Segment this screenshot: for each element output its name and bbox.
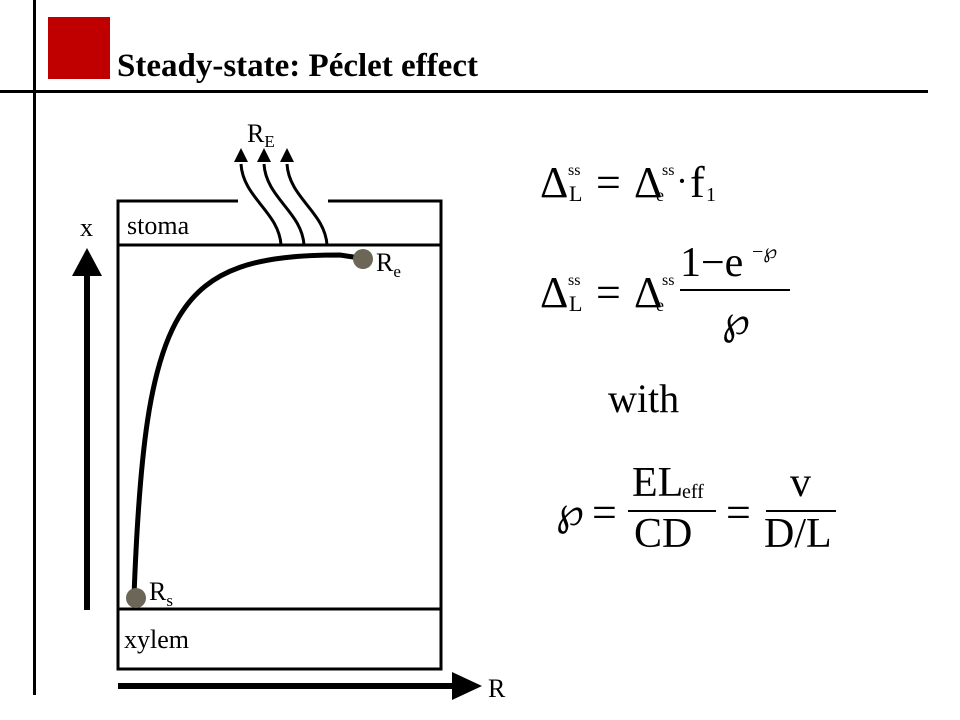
eq2-lhs-delta: Δ [540, 268, 568, 317]
evaporation-flux-arrow-2 [262, 163, 306, 246]
eq1-lhs-sup: ss [568, 162, 580, 179]
eq3-frac1-denominator: CD [634, 511, 692, 557]
eq1-factor: f [690, 158, 705, 207]
eq3-symbol: ℘ [556, 489, 584, 534]
evaporation-label: RE [247, 119, 275, 151]
evaporation-flux-arrow-3 [285, 163, 329, 246]
eq2-lhs-sub: L [569, 291, 582, 316]
stoma-opening [238, 198, 328, 204]
evaporation-site-label-sub: e [393, 262, 401, 281]
eq1-rhs-delta: Δ [634, 158, 662, 207]
with-text: with [608, 376, 679, 421]
eq3-frac1-numerator-sub: eff [682, 481, 704, 503]
eq3-frac2-denominator: D/L [764, 511, 832, 557]
source-water-point [126, 588, 146, 608]
eq2-equals: = [596, 268, 621, 317]
page-title: Steady-state: Péclet effect [117, 48, 478, 84]
eq1-lhs-sub: L [569, 181, 582, 206]
evaporation-arrowhead-1 [234, 148, 248, 162]
source-water-label-base: R [149, 577, 167, 606]
concentration-profile-curve [131, 252, 363, 599]
eq2-numerator: 1−e [680, 240, 743, 286]
eq3-frac2-numerator: v [790, 460, 811, 506]
evaporation-label-base: R [247, 119, 265, 148]
eq1-factor-sub: 1 [706, 184, 716, 206]
eq1-dot: · [676, 161, 688, 201]
eq1-rhs-sup: ss [662, 162, 674, 179]
evaporation-arrowhead-2 [257, 148, 271, 162]
stoma-label: stoma [127, 211, 190, 240]
equation-3: ℘ = EL eff CD = v D/L [556, 460, 836, 557]
eq2-rhs-sub: e [656, 295, 664, 315]
evaporation-site-point [353, 249, 373, 269]
x-axis-arrowhead [72, 248, 102, 276]
eq3-equals-1: = [592, 488, 617, 537]
accent-square [48, 17, 110, 79]
vertical-divider [33, 0, 36, 695]
eq1-rhs-sub: e [656, 185, 664, 205]
eq1-lhs-delta: Δ [540, 158, 568, 207]
horizontal-divider [0, 90, 928, 93]
equation-2: Δ ss L = Δ ss e 1−e −℘ ℘ [540, 240, 790, 343]
eq2-denominator: ℘ [722, 298, 750, 343]
equation-1: Δ ss L = Δ ss e · f 1 [540, 158, 716, 207]
eq3-equals-2: = [726, 488, 751, 537]
source-water-label-sub: s [166, 591, 173, 610]
eq2-lhs-sup: ss [568, 272, 580, 289]
accent-square-fill [48, 17, 110, 79]
r-axis-label: R [488, 674, 506, 703]
eq2-rhs-sup: ss [662, 272, 674, 289]
evaporation-label-sub: E [264, 132, 274, 151]
eq3-frac1-numerator: EL [632, 460, 683, 506]
source-water-label: Rs [149, 577, 173, 610]
eq2-rhs-delta: Δ [634, 268, 662, 317]
evaporation-arrowhead-3 [280, 148, 294, 162]
xylem-label: xylem [124, 625, 189, 654]
evaporation-site-label: Re [376, 248, 401, 281]
eq2-numerator-exp: −℘ [752, 241, 777, 263]
x-axis-label: x [80, 213, 93, 242]
eq1-equals: = [596, 158, 621, 207]
r-axis-arrowhead [452, 672, 482, 700]
evaporation-site-label-base: R [376, 248, 394, 277]
evaporation-flux-arrow-1 [239, 163, 283, 246]
